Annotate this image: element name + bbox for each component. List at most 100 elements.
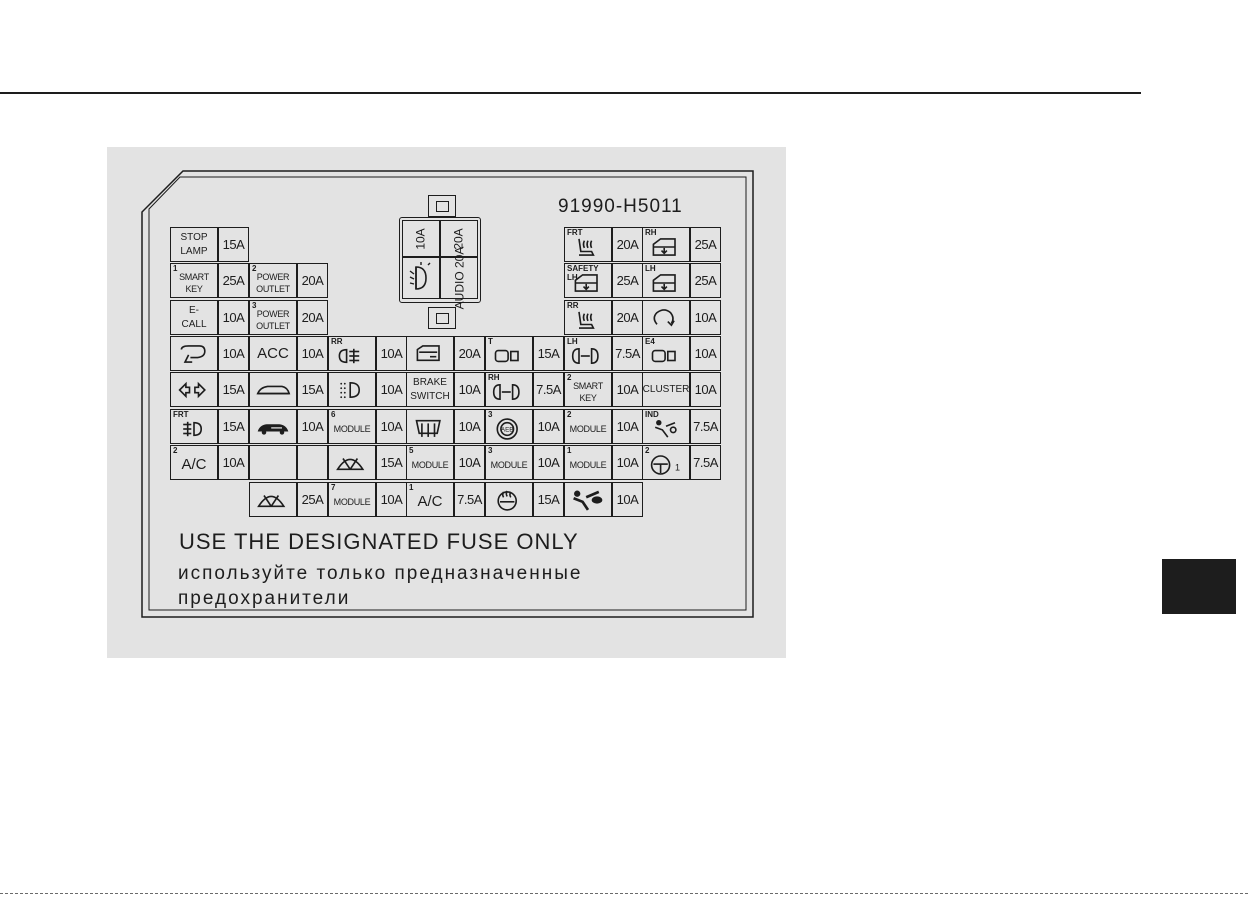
fuse-rating: 10A	[297, 336, 328, 371]
aeb-icon: AEB	[496, 417, 518, 440]
fuse-cell	[249, 372, 297, 407]
fuse-label: BRAKE SWITCH	[410, 376, 450, 402]
fuse-cell: STOP LAMP	[170, 227, 218, 262]
relay-headlamp	[402, 257, 440, 299]
fuse-rating: 25A	[690, 227, 721, 262]
fuse-cell: RH	[485, 372, 533, 407]
circuit-tag: 7	[331, 483, 336, 492]
fuse-cell: FRT	[564, 227, 612, 262]
fuse-label: POWER OUTLET	[256, 308, 290, 331]
fuse-cell	[642, 300, 690, 335]
circuit-tag: FRT	[567, 228, 583, 237]
fuse-cell	[406, 336, 454, 371]
front-wiper-icon	[257, 494, 286, 507]
fuse-rating: 20A	[612, 227, 643, 262]
fuse-label: MODULE	[333, 496, 371, 507]
fuse-cell: E4	[642, 336, 690, 371]
relay-fuse-20a: 20A	[440, 220, 478, 257]
fuse-rating: 25A	[612, 263, 643, 298]
chapter-tab	[1162, 559, 1236, 614]
fuse-rating: 15A	[376, 445, 407, 480]
fuse-rating: 10A	[376, 409, 407, 444]
engine-tcu-icon	[494, 349, 519, 362]
fuse-cell	[406, 409, 454, 444]
fuse-label: MODULE	[333, 423, 371, 434]
circuit-tag: 3	[488, 446, 493, 455]
fuse-label: MODULE	[411, 459, 449, 470]
fuse-rating: 10A	[218, 336, 249, 371]
circuit-tag: 6	[331, 410, 336, 419]
circuit-tag: RR	[567, 301, 579, 310]
fuse-cell: LH	[642, 263, 690, 298]
circuit-tag: 2	[567, 373, 572, 382]
high-beam-icon	[340, 381, 361, 398]
rotate-arrow-icon	[653, 308, 675, 327]
circuit-tag: IND	[645, 410, 659, 419]
front-fog-icon	[183, 421, 203, 436]
fuse-cell	[170, 336, 218, 371]
fuse-rating: 15A	[218, 409, 249, 444]
power-window-icon	[652, 273, 676, 292]
fuse-rating: 15A	[218, 372, 249, 407]
circuit-tag: 1	[173, 264, 178, 273]
fuse-rating: 10A	[376, 336, 407, 371]
relay-tab-top	[428, 195, 456, 217]
fuse-label: MODULE	[569, 423, 607, 434]
fuse-rating: 10A	[454, 445, 485, 480]
fuse-cell: SAFETY LH	[564, 263, 612, 298]
fuse-rating: 10A	[376, 482, 407, 517]
fuse-cell: E- CALL	[170, 300, 218, 335]
warning-english: USE THE DESIGNATED FUSE ONLY	[179, 529, 579, 554]
fuse-label: POWER OUTLET	[256, 271, 290, 294]
relay-fuse-10a: 10A	[402, 220, 440, 257]
circuit-tag: 2	[567, 410, 572, 419]
fuse-label: SMART KEY	[179, 271, 209, 294]
fuse-rating: 10A	[454, 372, 485, 407]
car-key-icon	[257, 423, 289, 435]
circuit-tag: SAFETY LH	[567, 264, 599, 282]
fuse-cell: RR	[328, 336, 376, 371]
warning-russian-line-1: используйте только предназначенные	[178, 563, 583, 584]
fuse-label: E- CALL	[181, 304, 207, 330]
fuse-rating: 10A	[533, 445, 564, 480]
fuse-rating: 10A	[612, 482, 643, 517]
heated-seat-icon	[578, 311, 595, 329]
circuit-tag: LH	[567, 337, 578, 346]
fuse-label: CLUSTER	[642, 383, 690, 395]
fuse-rating: 20A	[297, 300, 328, 335]
fuse-rating: 10A	[612, 409, 643, 444]
fuse-cell: FRT	[170, 409, 218, 444]
fuse-rating: 7.5A	[690, 409, 721, 444]
circuit-tag: RH	[488, 373, 500, 382]
circuit-tag: RH	[645, 228, 657, 237]
fuse-cell: BRAKE SWITCH	[406, 372, 454, 407]
fuse-rating: 10A	[454, 409, 485, 444]
fuse-rating: 15A	[218, 227, 249, 262]
fuse-cell	[297, 445, 328, 480]
fuse-rating: 20A	[612, 300, 643, 335]
circuit-tag: 3	[488, 410, 493, 419]
fuse-rating: 10A	[218, 445, 249, 480]
circuit-tag: 3	[252, 301, 257, 310]
power-window-icon	[574, 273, 598, 292]
warning-russian-line-2: предохранители	[178, 588, 351, 609]
fuse-cell: LH	[564, 336, 612, 371]
fuse-rating: 10A	[690, 372, 721, 407]
fuse-rating: 7.5A	[533, 372, 564, 407]
fuse-rating: 15A	[533, 336, 564, 371]
headlamp-icon	[492, 383, 520, 400]
circuit-tag: RR	[331, 337, 343, 346]
fuse-cell	[249, 409, 297, 444]
svg-text:1: 1	[675, 462, 680, 472]
